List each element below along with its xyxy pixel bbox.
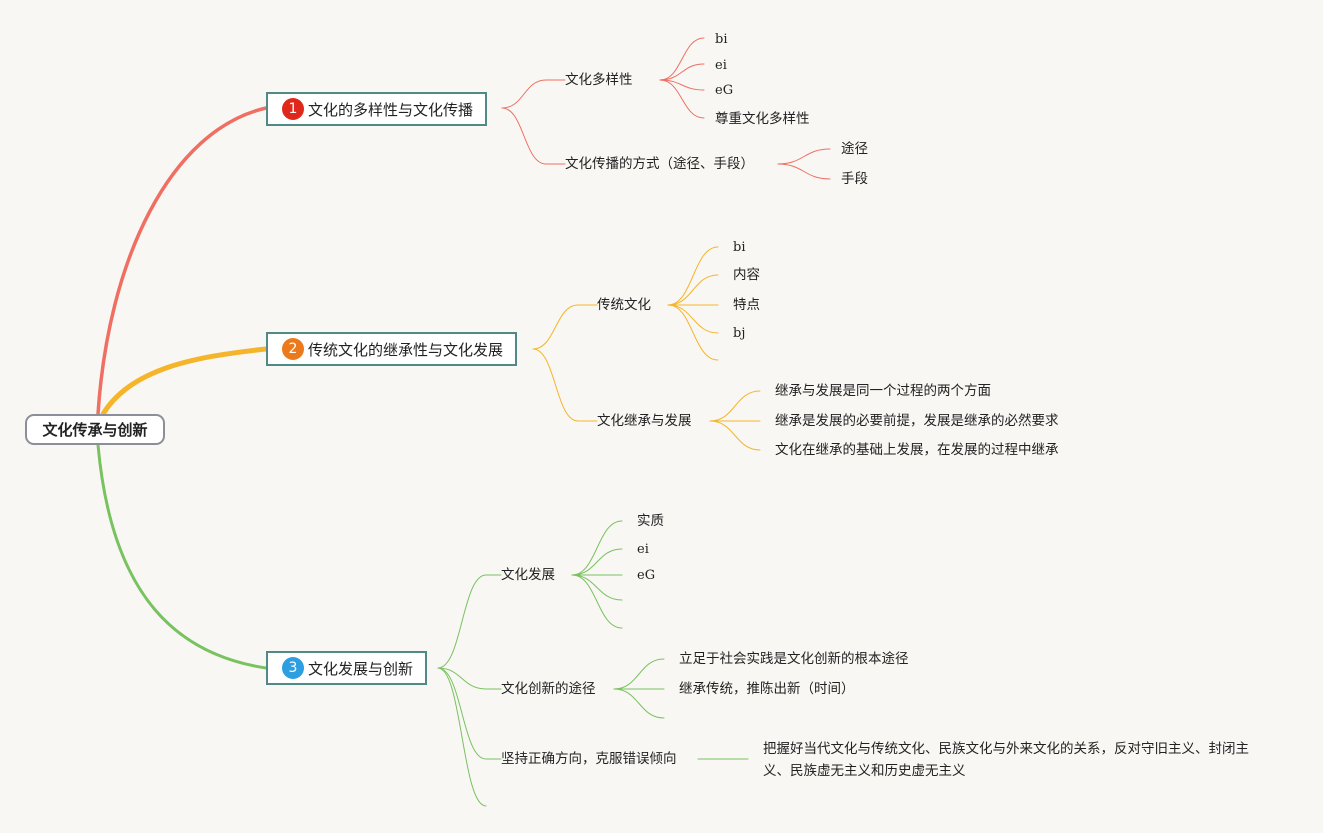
branch-link-2-1 bbox=[532, 304, 579, 350]
root-link-1 bbox=[96, 106, 268, 416]
sub-traditional-culture[interactable]: 传统文化 bbox=[597, 297, 651, 313]
leaf-social-practice[interactable]: 立足于社会实践是文化创新的根本途径 bbox=[679, 651, 909, 667]
leaf-bj[interactable]: bj bbox=[733, 326, 746, 341]
leaf-link-3-2-1 bbox=[613, 658, 665, 690]
leaf-link-3-1-4 bbox=[571, 574, 623, 601]
badge-3: 3 bbox=[282, 657, 304, 679]
sub-spread-methods[interactable]: 文化传播的方式（途径、手段） bbox=[565, 156, 754, 172]
leaf-link-3-1-1 bbox=[571, 520, 623, 576]
leaf-link-1-2-1 bbox=[777, 148, 831, 165]
leaf-path[interactable]: 途径 bbox=[841, 141, 868, 157]
leaf-eg[interactable]: eG bbox=[715, 83, 734, 98]
root-link-2 bbox=[100, 346, 269, 417]
branch-link-3-3 bbox=[437, 667, 487, 760]
sub-innovation-path[interactable]: 文化创新的途径 bbox=[501, 681, 596, 697]
leaf-link-2-1-5 bbox=[667, 304, 719, 361]
sub-cultural-diversity[interactable]: 文化多样性 bbox=[565, 72, 633, 88]
leaf-premise-requirement[interactable]: 继承是发展的必要前提，发展是继承的必然要求 bbox=[775, 413, 1059, 429]
leaf-grasp-relations[interactable]: 把握好当代文化与传统文化、民族文化与外来文化的关系，反对守旧主义、封闭主义、民族… bbox=[763, 741, 1249, 779]
leaf-link-3-1-5 bbox=[571, 574, 623, 629]
leaf-develop-on-inherit[interactable]: 文化在继承的基础上发展，在发展的过程中继承 bbox=[775, 442, 1059, 458]
badge-1: 1 bbox=[282, 98, 304, 120]
branch-link-1-1 bbox=[501, 79, 547, 109]
sub-cultural-development[interactable]: 文化发展 bbox=[501, 567, 555, 583]
topic-label: 传统文化的继承性与文化发展 bbox=[308, 340, 504, 359]
branch-link-1-2 bbox=[501, 107, 547, 165]
leaf-inherit-tradition[interactable]: 继承传统，推陈出新（时间） bbox=[679, 681, 855, 697]
leaf-link-1-1-4 bbox=[659, 79, 705, 119]
topic-label: 文化的多样性与文化传播 bbox=[308, 100, 474, 119]
topic-label: 文化发展与创新 bbox=[308, 659, 414, 678]
leaf-bi[interactable]: bi bbox=[733, 240, 746, 255]
leaf-link-2-2-1 bbox=[709, 390, 761, 422]
sub-correct-direction[interactable]: 坚持正确方向，克服错误倾向 bbox=[501, 751, 677, 767]
leaf-link-2-1-1 bbox=[667, 246, 719, 306]
leaf-link-2-2-3 bbox=[709, 420, 761, 451]
leaf-eg[interactable]: eG bbox=[637, 568, 656, 583]
topic-inheritance-development[interactable]: 2 传统文化的继承性与文化发展 bbox=[266, 332, 518, 366]
leaf-link-1-1-2 bbox=[659, 63, 705, 81]
topic-diversity-spread[interactable]: 1 文化的多样性与文化传播 bbox=[266, 92, 488, 126]
branch-link-2-2 bbox=[532, 348, 579, 422]
leaf-content[interactable]: 内容 bbox=[733, 267, 760, 283]
leaf-means[interactable]: 手段 bbox=[841, 171, 868, 187]
branch-link-3-4 bbox=[437, 667, 487, 807]
leaf-ei[interactable]: ei bbox=[715, 58, 727, 73]
leaf-link-2-1-4 bbox=[667, 304, 719, 334]
leaf-link-2-1-2 bbox=[667, 274, 719, 306]
leaf-same-process[interactable]: 继承与发展是同一个过程的两个方面 bbox=[775, 383, 991, 399]
root-link-3 bbox=[96, 443, 268, 670]
branch-link-3-2 bbox=[437, 667, 487, 690]
leaf-link-1-2-2 bbox=[777, 163, 831, 180]
root-label: 文化传承与创新 bbox=[42, 421, 148, 439]
leaf-link-3-1-2 bbox=[571, 548, 623, 576]
badge-2: 2 bbox=[282, 338, 304, 360]
topic-development-innovation[interactable]: 3 文化发展与创新 bbox=[266, 651, 428, 685]
branch-link-3-1 bbox=[437, 574, 487, 669]
leaf-link-1-1-1 bbox=[659, 37, 705, 81]
leaf-features[interactable]: 特点 bbox=[733, 297, 760, 313]
root-node[interactable]: 文化传承与创新 bbox=[25, 414, 165, 445]
leaf-bi[interactable]: bi bbox=[715, 32, 728, 47]
leaf-respect-diversity[interactable]: 尊重文化多样性 bbox=[715, 111, 810, 127]
sub-inherit-develop[interactable]: 文化继承与发展 bbox=[597, 413, 692, 429]
leaf-link-3-2-3 bbox=[613, 688, 665, 719]
leaf-ei[interactable]: ei bbox=[637, 542, 649, 557]
leaf-essence[interactable]: 实质 bbox=[637, 513, 664, 529]
